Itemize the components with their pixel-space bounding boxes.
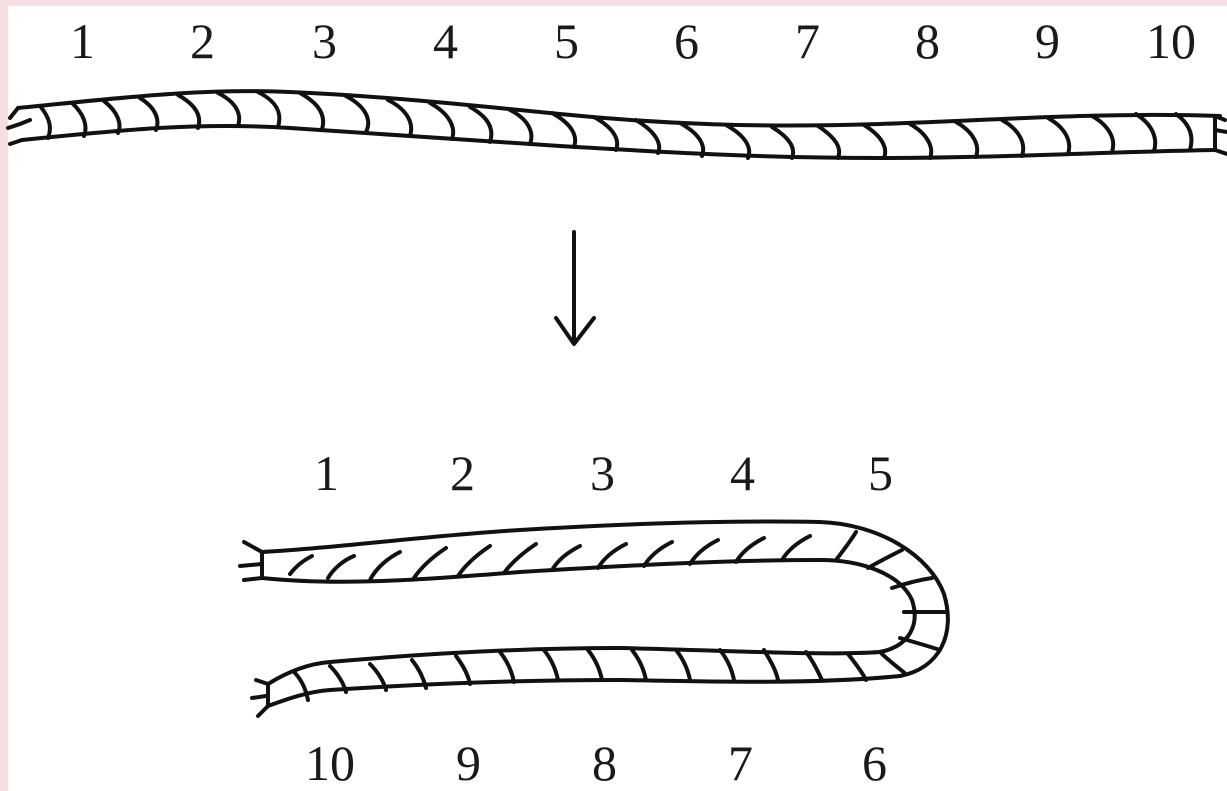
top-label-9: 9	[1035, 13, 1060, 69]
folded-rope-upper-labels: 1 2 3 4 5	[314, 445, 893, 501]
top-border	[0, 0, 1227, 6]
top-label-6: 6	[674, 13, 699, 69]
straight-rope	[6, 89, 1227, 160]
top-label-1: 1	[70, 13, 95, 69]
lower-label-7: 7	[728, 735, 753, 791]
top-rope-labels: 1 2 3 4 5 6 7 8 9 10	[70, 13, 1196, 69]
top-label-8: 8	[915, 13, 940, 69]
folded-rope-lower-labels: 10 9 8 7 6	[305, 735, 887, 791]
top-label-4: 4	[433, 13, 458, 69]
folded-rope	[238, 519, 950, 718]
top-label-2: 2	[190, 13, 215, 69]
upper-label-1: 1	[314, 445, 339, 501]
upper-label-5: 5	[868, 445, 893, 501]
upper-label-2: 2	[450, 445, 475, 501]
lower-label-10: 10	[305, 735, 355, 791]
top-label-10: 10	[1146, 13, 1196, 69]
top-label-7: 7	[795, 13, 820, 69]
upper-label-3: 3	[590, 445, 615, 501]
lower-label-8: 8	[592, 735, 617, 791]
down-arrow-icon	[554, 230, 596, 346]
lower-label-9: 9	[456, 735, 481, 791]
top-label-3: 3	[312, 13, 337, 69]
top-label-5: 5	[554, 13, 579, 69]
left-border	[0, 0, 8, 791]
lower-label-6: 6	[862, 735, 887, 791]
upper-label-4: 4	[730, 445, 755, 501]
